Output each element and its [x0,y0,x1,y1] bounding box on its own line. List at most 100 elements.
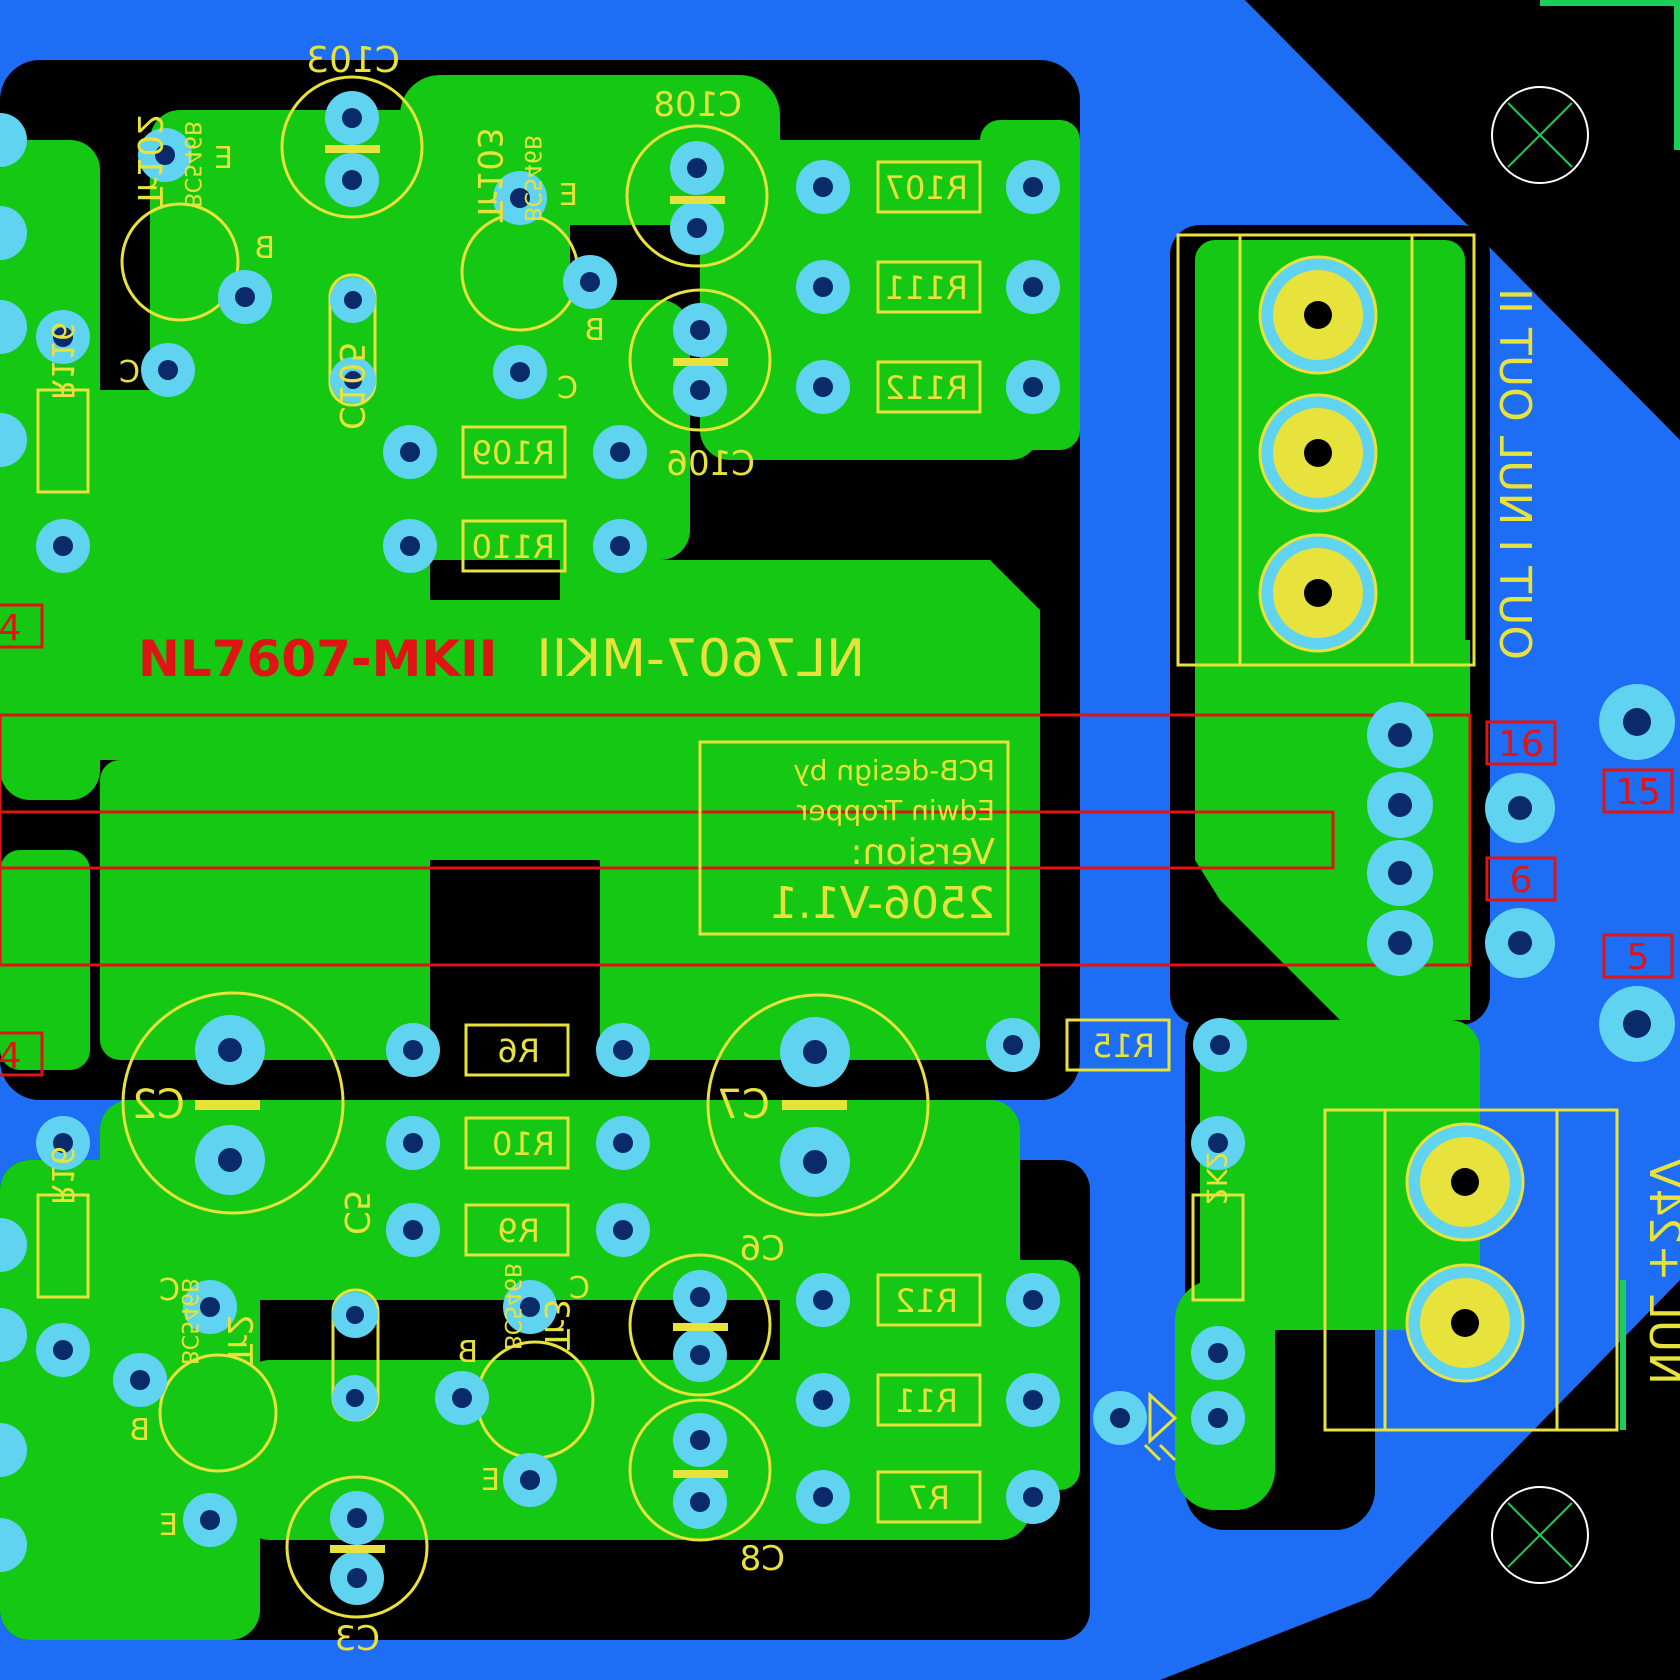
pin-number-5: 5 [1602,933,1674,979]
svg-text:Tr2: Tr2 [219,1314,259,1366]
svg-text:C105: C105 [331,341,371,430]
pin-number-16: 16 [1485,720,1557,766]
svg-text:R16: R16 [44,1146,79,1205]
svg-text:BC546B: BC546B [176,1278,201,1365]
svg-text:C8: C8 [740,1539,785,1579]
capacitor-c108: C108 [625,85,769,268]
capacitor-c3: C3 [285,1475,429,1659]
pin-letters: E B C E B C C B E C B E [119,141,605,1543]
resistor-r9: R9 [464,1203,570,1257]
svg-text:R110: R110 [472,528,555,566]
mount-hole-bottom [1491,1486,1589,1584]
svg-text:R10: R10 [492,1125,555,1163]
corner-mark-bottom [1620,1280,1626,1430]
resistor-r107: R107 [876,160,982,214]
svg-text:B: B [457,1335,478,1370]
svg-text:B: B [129,1413,150,1448]
svg-text:Version:: Version: [850,832,995,873]
resistor-r109: R109 [461,425,567,479]
svg-text:R6: R6 [497,1032,540,1070]
capacitor-c105: C105 [328,273,377,430]
svg-text:R116: R116 [44,322,79,400]
resistor-r10: R10 [464,1116,570,1170]
pin-number-4-top: 4 [0,603,44,649]
svg-text:BC546B: BC546B [179,121,204,208]
svg-text:C: C [557,371,578,406]
resistor-r6: R6 [464,1023,570,1077]
svg-text:C108: C108 [653,85,742,125]
svg-text:2K2: 2K2 [1200,1151,1233,1205]
svg-text:C: C [569,1271,590,1306]
svg-text:4: 4 [0,1036,21,1077]
credit-box: PCB-design by Edwin Tropper Version: 250… [698,740,1010,936]
svg-text:Tr3: Tr3 [536,1299,576,1351]
svg-text:C7: C7 [717,1082,770,1128]
resistor-r116: R116 [36,322,90,494]
corner-mark-side [1674,0,1680,150]
svg-text:PCB-design by: PCB-design by [793,754,995,787]
resistor-2k2: 2K2 [1191,1151,1245,1302]
resistor-r11: R11 [876,1373,982,1427]
svg-text:C5: C5 [336,1190,376,1235]
resistor-r16: R16 [36,1146,90,1299]
resistor-pads [36,160,1247,1524]
svg-text:E: E [214,141,233,176]
resistor-r112: R112 [876,360,982,414]
transistor-tr2: Tr2 BC546B [113,1278,278,1547]
svg-text:C3: C3 [335,1619,380,1659]
output-connector [1176,233,1476,667]
left-edge-pads [0,113,27,1572]
power-connector [1323,1108,1619,1432]
svg-text:E: E [559,178,578,213]
resistor-r12: R12 [876,1273,982,1327]
svg-text:R12: R12 [895,1282,958,1320]
svg-text:C: C [159,1273,180,1308]
header-pins [1367,684,1675,1062]
svg-text:Tr103: Tr103 [469,127,509,223]
capacitor-c2: C2 [121,991,345,1215]
svg-text:B: B [584,313,605,348]
svg-text:R11: R11 [895,1382,958,1420]
capacitor-c103: C103 [280,40,424,219]
svg-text:15: 15 [1615,772,1661,813]
pin-number-15: 15 [1602,768,1674,814]
svg-text:Edwin Tropper: Edwin Tropper [796,794,995,827]
svg-text:BC546B: BC546B [519,135,544,222]
svg-text:R112: R112 [885,369,968,407]
svg-text:5: 5 [1627,937,1650,978]
svg-text:BC546B: BC546B [499,1263,524,1350]
svg-text:B: B [254,231,275,266]
svg-text:R7: R7 [907,1479,950,1517]
svg-text:Tr102: Tr102 [129,113,169,209]
mount-hole-top [1491,86,1589,184]
resistor-r15: R15 [1065,1018,1171,1072]
corner-mark [1540,0,1680,6]
transistor-tr103: Tr103 BC546B [460,127,617,399]
pin-number-4-bottom: 4 [0,1031,44,1077]
capacitor-c7: C7 [706,993,930,1217]
capacitor-c6: C6 [628,1229,785,1397]
svg-text:E: E [159,1508,178,1543]
keepout-lines [0,713,1472,967]
led [1143,1391,1178,1462]
svg-text:C: C [119,355,140,390]
svg-text:R9: R9 [497,1212,540,1250]
resistor-r111: R111 [876,260,982,314]
svg-text:C6: C6 [740,1229,785,1269]
resistor-r7: R7 [876,1470,982,1524]
capacitor-c8: C8 [628,1398,785,1579]
capacitor-c5: C5 [331,1190,380,1422]
svg-text:2506-V1.1: 2506-V1.1 [770,878,995,929]
transistor-tr3: Tr3 BC546B [435,1263,595,1507]
capacitor-c106: C106 [628,288,772,484]
svg-text:C103: C103 [306,40,400,81]
transistor-tr102: Tr102 BC546B C103 [120,113,272,397]
svg-text:R15: R15 [1092,1027,1155,1065]
svg-text:6: 6 [1510,860,1533,901]
svg-text:R107: R107 [885,169,968,207]
output-connector-label: OUT I NUL OUT II [1489,288,1540,660]
svg-text:R109: R109 [472,434,555,472]
svg-text:E: E [481,1463,500,1498]
pin-number-6: 6 [1485,856,1557,902]
